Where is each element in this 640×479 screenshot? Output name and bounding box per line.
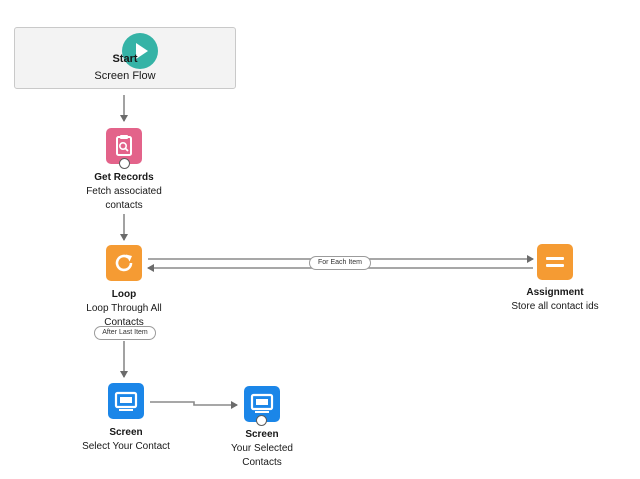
- loop-icon: [115, 254, 133, 272]
- get-records-label: Get Records Fetch associated contacts: [64, 171, 184, 213]
- get-records-title: Get Records: [94, 172, 154, 183]
- screen-selected-label: Screen Your Selected Contacts: [202, 428, 322, 470]
- after-last-item-badge[interactable]: After Last Item: [94, 326, 156, 340]
- loop-label: Loop Loop Through All Contacts: [64, 288, 184, 330]
- screen-select-title: Screen: [109, 427, 143, 438]
- screen-icon: [250, 393, 274, 413]
- get-records-subtitle-1: Fetch associated: [86, 186, 162, 197]
- screen-selected-connector-handle[interactable]: [256, 415, 267, 426]
- assignment-node[interactable]: [537, 244, 573, 280]
- assignment-title: Assignment: [526, 287, 584, 298]
- get-records-subtitle-2: contacts: [105, 200, 143, 211]
- screen-select-label: Screen Select Your Contact: [66, 426, 186, 454]
- for-each-item-badge[interactable]: For Each Item: [309, 256, 371, 270]
- start-label: Start Screen Flow: [15, 51, 235, 85]
- screen-icon: [114, 391, 138, 411]
- screen-selected-subtitle-2: Contacts: [242, 457, 282, 468]
- play-icon: [122, 33, 158, 69]
- loop-subtitle-1: Loop Through All: [86, 303, 162, 314]
- screen-select-node[interactable]: [108, 383, 144, 419]
- loop-subtitle-2: Contacts: [104, 317, 144, 328]
- screen-select-subtitle: Select Your Contact: [82, 441, 170, 452]
- start-node[interactable]: Start Screen Flow: [14, 27, 236, 89]
- start-subtitle: Screen Flow: [94, 70, 156, 82]
- connector-screen-to-screen[interactable]: [150, 401, 238, 409]
- assignment-icon: [546, 257, 564, 267]
- assignment-subtitle: Store all contact ids: [511, 301, 599, 312]
- screen-selected-subtitle-1: Your Selected: [231, 443, 293, 454]
- screen-selected-title: Screen: [245, 429, 279, 440]
- record-lookup-icon: [116, 135, 132, 156]
- assignment-label: Assignment Store all contact ids: [495, 286, 615, 314]
- loop-node[interactable]: [106, 245, 142, 281]
- start-title: Start: [112, 53, 138, 65]
- loop-title: Loop: [111, 289, 137, 300]
- get-records-connector-handle[interactable]: [119, 158, 130, 169]
